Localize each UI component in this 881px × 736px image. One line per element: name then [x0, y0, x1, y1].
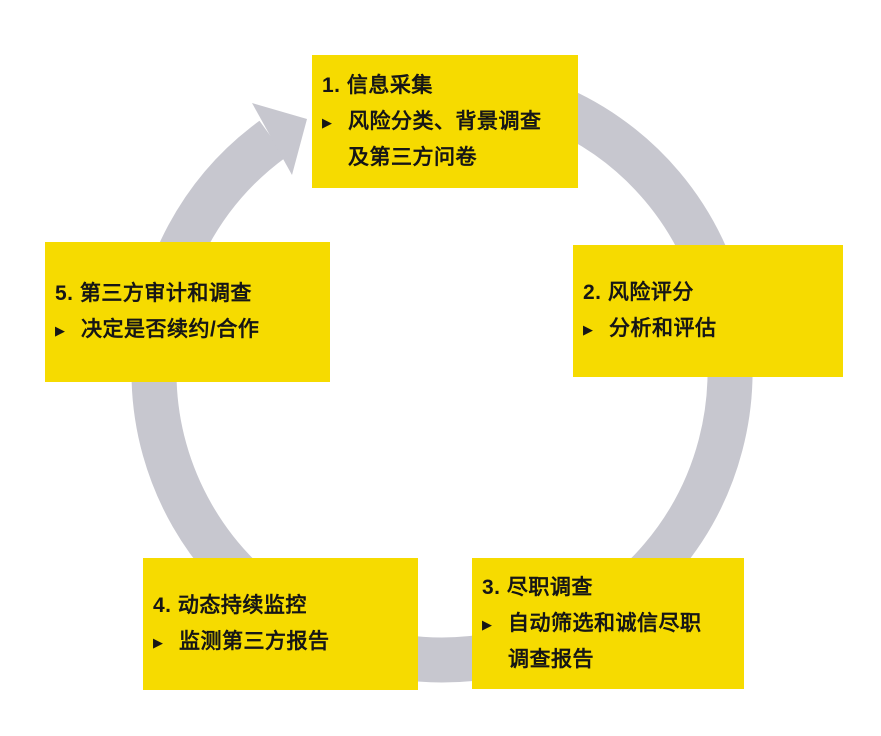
cycle-arrowhead-icon: [252, 103, 307, 175]
step-3-title: 3. 尽职调查: [482, 575, 593, 599]
step-box-1: 1. 信息采集 ▶ 风险分类、背景调查 及第三方问卷: [312, 55, 578, 188]
step-4-title: 4. 动态持续监控: [153, 593, 307, 617]
step-box-2: 2. 风险评分 ▶ 分析和评估: [573, 245, 843, 377]
step-2-detail-text: 分析和评估: [609, 316, 717, 340]
step-box-5: 5. 第三方审计和调查 ▶ 决定是否续约/合作: [45, 242, 330, 382]
step-4-detail-text: 监测第三方报告: [179, 629, 330, 653]
step-5-title: 5. 第三方审计和调查: [55, 281, 252, 305]
step-box-3: 3. 尽职调查 ▶ 自动筛选和诚信尽职 调查报告: [472, 558, 744, 689]
step-box-4: 4. 动态持续监控 ▶ 监测第三方报告: [143, 558, 418, 690]
step-1-detail-text: 风险分类、背景调查 及第三方问卷: [348, 109, 542, 169]
triangle-bullet-icon: ▶: [482, 616, 493, 632]
step-3-detail: ▶ 自动筛选和诚信尽职 调查报告: [482, 606, 734, 678]
step-2-detail: ▶ 分析和评估: [583, 311, 833, 348]
triangle-bullet-icon: ▶: [153, 634, 164, 650]
step-1-title: 1. 信息采集: [322, 73, 433, 97]
step-1-detail: ▶ 风险分类、背景调查 及第三方问卷: [322, 104, 568, 176]
step-2-title: 2. 风险评分: [583, 280, 694, 304]
step-5-detail: ▶ 决定是否续约/合作: [55, 312, 320, 349]
triangle-bullet-icon: ▶: [583, 321, 594, 337]
step-3-detail-text: 自动筛选和诚信尽职 调查报告: [508, 611, 702, 671]
triangle-bullet-icon: ▶: [55, 322, 66, 338]
step-5-detail-text: 决定是否续约/合作: [81, 317, 260, 341]
step-4-detail: ▶ 监测第三方报告: [153, 624, 408, 661]
triangle-bullet-icon: ▶: [322, 114, 333, 130]
